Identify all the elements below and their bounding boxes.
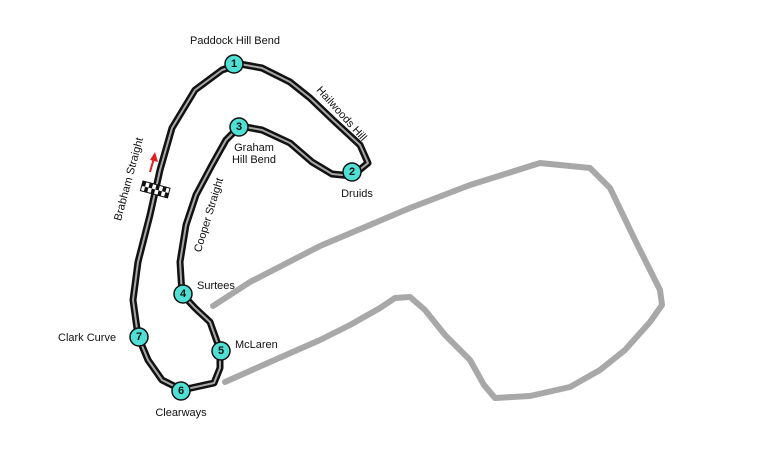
checkered-flag-icon — [139, 180, 171, 199]
arrow-up-icon — [149, 152, 158, 173]
corner-label-clearways: Clearways — [155, 407, 207, 419]
corner-marker-5: 5 — [211, 341, 231, 361]
corner-number: 2 — [349, 166, 355, 178]
corner-marker-2: 2 — [342, 162, 362, 182]
corner-number: 5 — [218, 345, 224, 357]
corner-label-graham-line-1: Graham — [234, 142, 274, 154]
corner-marker-7: 7 — [129, 327, 149, 347]
corner-label-mclaren: McLaren — [235, 339, 278, 351]
corner-marker-6: 6 — [171, 381, 191, 401]
corner-number: 6 — [178, 385, 184, 397]
corner-marker-4: 4 — [173, 284, 193, 304]
gp-loop-track — [210, 160, 665, 401]
corner-label-druids: Druids — [341, 188, 373, 200]
corner-label-surtees: Surtees — [197, 280, 235, 292]
corner-label-paddock-hill-bend: Paddock Hill Bend — [190, 35, 280, 47]
corner-label-clark-curve: Clark Curve — [58, 332, 116, 344]
corner-label-graham-line-2: Hill Bend — [232, 154, 276, 166]
corner-number: 7 — [136, 331, 142, 343]
corner-marker-3: 3 — [229, 117, 249, 137]
corner-number: 3 — [236, 121, 242, 133]
corner-number: 1 — [231, 58, 237, 70]
corner-number: 4 — [180, 288, 187, 300]
corner-marker-1: 1 — [224, 54, 244, 74]
